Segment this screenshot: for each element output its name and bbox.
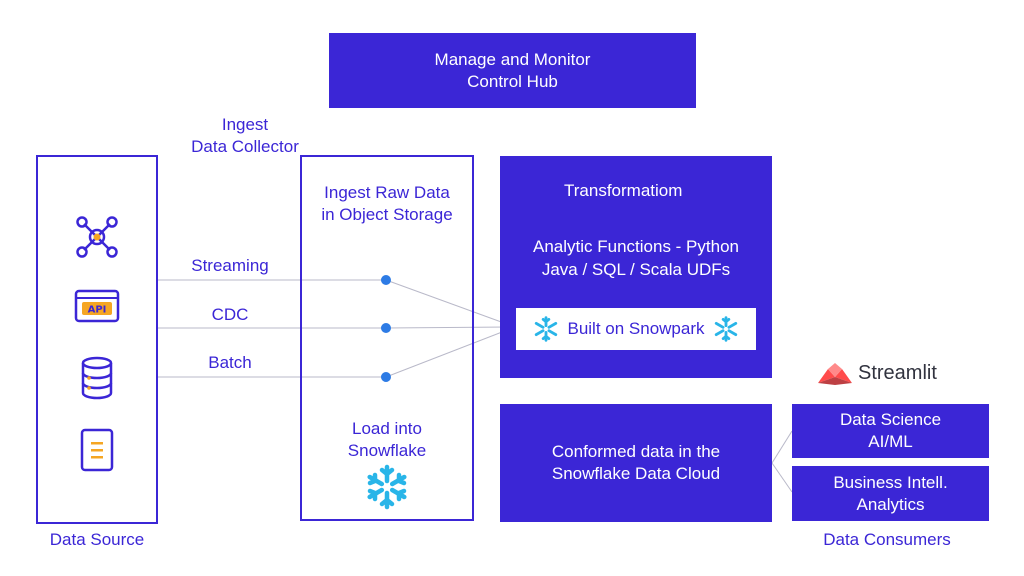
snowflake-icon	[714, 316, 737, 342]
ingest-line2: Data Collector	[191, 137, 299, 156]
document-icon	[80, 428, 114, 472]
storage-title: Ingest Raw Data in Object Storage	[300, 182, 474, 226]
conformed-line1: Conformed data in the	[551, 442, 721, 461]
storage-title-line2: in Object Storage	[321, 205, 453, 224]
storage-title-line1: Ingest Raw Data	[324, 183, 450, 202]
data-consumers-label: Data Consumers	[823, 530, 951, 549]
flow-dot-cdc	[381, 323, 391, 333]
data-source-label: Data Source	[49, 530, 145, 549]
load-into-snowflake: Load into Snowflake	[300, 418, 474, 462]
flow-dot-streaming	[381, 275, 391, 285]
ingest-collector-label: Ingest Data Collector	[160, 114, 330, 158]
streamlit-label: Streamlit	[858, 362, 937, 384]
ingest-line1: Ingest	[221, 115, 269, 134]
database-icon	[81, 356, 113, 400]
hub-network-icon	[76, 216, 118, 258]
consumer-box-business-intel: Business Intell. Analytics	[792, 466, 989, 521]
consumer-box-data-science: Data Science AI/ML	[792, 404, 989, 458]
consumer-line1: Business Intell.	[833, 472, 948, 492]
transformation-title: Transformatiom	[564, 181, 683, 200]
streamlit-logo: Streamlit	[818, 362, 937, 385]
conformed-data-box: Conformed data in the Snowflake Data Clo…	[500, 404, 772, 522]
flow-label-streaming: Streaming	[191, 256, 269, 275]
consumer-line1: Data Science	[839, 410, 942, 429]
transformation-box: Transformatiom Analytic Functions - Pyth…	[500, 156, 772, 378]
manage-line2: Control Hub	[467, 71, 558, 91]
consumer-line2: AI/ML	[868, 432, 913, 451]
manage-monitor-box: Manage and Monitor Control Hub	[329, 33, 696, 108]
consumer-line2: Analytics	[856, 494, 925, 514]
svg-text:API: API	[88, 305, 107, 316]
flow-label-cdc: CDC	[211, 305, 249, 324]
transformation-line2: Java / SQL / Scala UDFs	[541, 260, 731, 279]
flow-dot-batch	[381, 372, 391, 382]
api-icon: API	[74, 289, 120, 323]
object-storage-box	[300, 155, 474, 521]
snowpark-label: Built on Snowpark	[567, 319, 705, 338]
load-line2: Snowflake	[347, 441, 427, 460]
snowflake-icon	[535, 316, 558, 342]
streamlit-logo-icon	[818, 362, 852, 385]
data-source-box	[36, 155, 158, 524]
conformed-line2: Snowflake Data Cloud	[551, 464, 721, 483]
load-line1: Load into	[352, 419, 422, 438]
snowpark-badge: Built on Snowpark	[516, 308, 756, 350]
snowflake-icon	[367, 464, 407, 510]
manage-line1: Manage and Monitor	[434, 49, 591, 69]
flow-label-batch: Batch	[208, 353, 252, 372]
transformation-line1: Analytic Functions - Python	[533, 237, 739, 256]
